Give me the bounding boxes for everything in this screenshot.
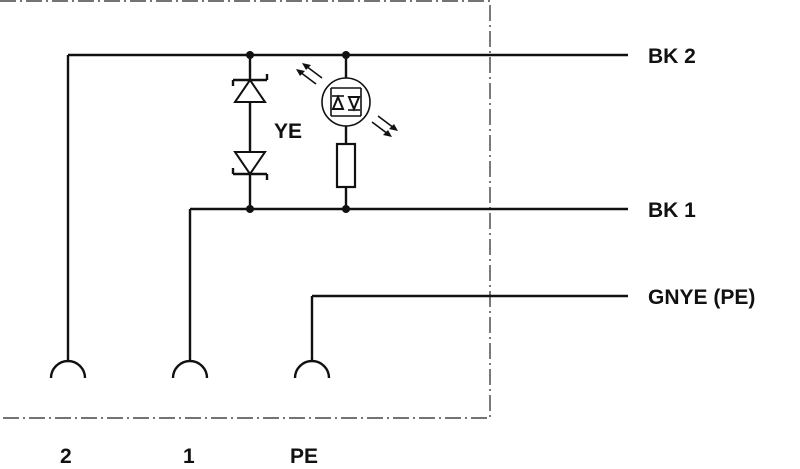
- pin-label-1: 1: [183, 445, 195, 468]
- junction-dot: [342, 51, 350, 59]
- label-gnye-pe: GNYE (PE): [648, 286, 755, 309]
- led-icon: [321, 55, 371, 144]
- label-bk1: BK 1: [648, 199, 696, 222]
- wire-bk1: [188, 207, 628, 362]
- label-ye: YE: [274, 120, 302, 143]
- wire-gnye-pe: [310, 294, 628, 362]
- socket-contact-icon: [171, 359, 209, 379]
- label-bk2: BK 2: [648, 45, 696, 68]
- junction-dot: [342, 205, 350, 213]
- socket-contact-icon: [293, 359, 331, 379]
- resistor-icon: [335, 142, 357, 209]
- light-arrows-icon: [296, 63, 398, 137]
- junction-dot: [246, 51, 254, 59]
- housing-boundary: [0, 0, 491, 419]
- suppressor-diode-icon: [231, 55, 269, 209]
- socket-contact-icon: [49, 359, 87, 379]
- junction-dot: [246, 205, 254, 213]
- pin-label-2: 2: [60, 445, 72, 468]
- pin-label-pe: PE: [290, 445, 318, 468]
